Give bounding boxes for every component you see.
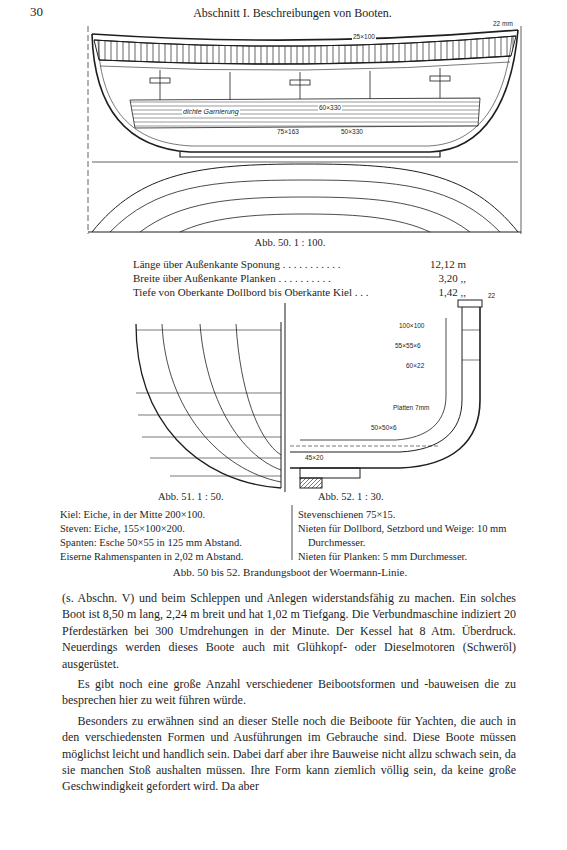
spec-line: Spanten: Esche 50×55 in 125 mm Abstand. [60,536,290,550]
dimension-value: 3,20 ,, [400,271,466,285]
figure-caption: Abb. 50 bis 52. Brandungsboot der Woerma… [80,566,500,579]
figure-label: Abb. 52. 1 : 30. [318,490,384,504]
spec-line: Steven: Eiche, 155×100×200. [60,522,290,536]
part-name: Platten 7mm [392,404,431,411]
body-text: (s. Abschn. V) und beim Schleppen und An… [62,590,516,795]
figure-label: Abb. 50. 1 : 100. [200,236,380,250]
dimension-row: Tiefe von Oberkante Dollbord bis Oberkan… [133,285,368,299]
dimension-label: 60×22 [405,362,425,369]
dimension-label: 50×330 [340,128,364,135]
dimension-row: Breite über Außenkante Planken . . . . .… [133,271,331,285]
paragraph: Es gibt noch eine große Anzahl verschied… [62,676,516,709]
fig-52 [285,300,482,492]
running-head: Abschnitt I. Beschreibungen von Booten. [120,6,465,20]
dimension-label: 60×330 [318,104,342,111]
spec-line: Kiel: Eiche, in der Mitte 200×100. [60,508,290,522]
spec-line: Eiserne Rahmenspanten in 2,02 m Abstand. [60,550,290,564]
dimension-label: 22 mm [492,20,514,27]
dimension-label: 45×20 [304,454,324,461]
dimension-row: Länge über Außenkante Sponung . . . . . … [133,257,340,271]
paragraph: (s. Abschn. V) und beim Schleppen und An… [62,590,516,672]
fig-51 [136,322,281,488]
figure-label: Abb. 51. 1 : 50. [158,490,224,504]
dimension-label: 22 [487,292,496,299]
spec-line: Stevenschienen 75×15. [298,508,526,522]
fig-50 [88,26,521,234]
dimension-label: 75×163 [276,128,300,135]
page-number: 30 [30,5,43,19]
dimension-label: 25×100 [352,33,376,40]
dimension-value: 12,12 m [400,257,466,271]
paragraph: Besonders zu erwähnen sind an dieser Ste… [62,713,516,795]
part-name: dichte Garnierung [182,108,240,116]
spec-line: Nieten für Planken: 5 mm Durchmesser. [298,550,526,564]
spec-line: Nieten für Dollbord, Setzbord und Weige:… [298,522,526,550]
dimension-value: 1,42 ,, [400,285,466,299]
dimension-label: 50×50×6 [370,424,398,431]
dimension-label: 55×55×6 [394,342,422,349]
dimension-label: 100×100 [398,322,426,329]
column-divider [292,505,293,560]
